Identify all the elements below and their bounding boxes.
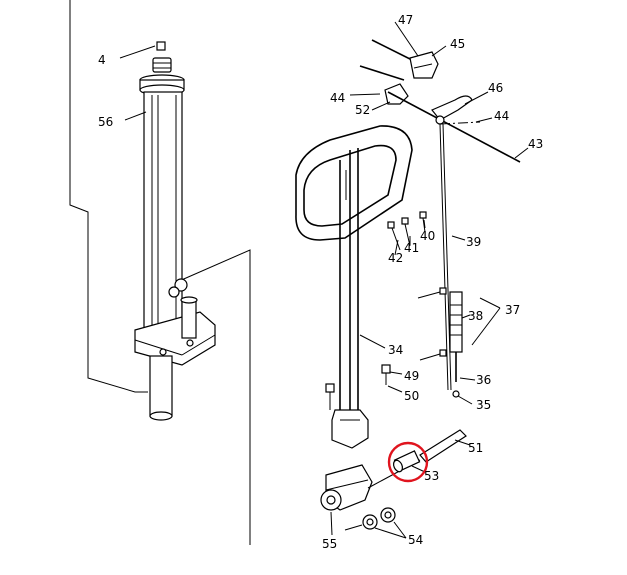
label-53: 53 [424, 469, 439, 483]
label-49: 49 [404, 369, 419, 383]
lever-linkage [359, 39, 521, 391]
label-55: 55 [322, 537, 337, 551]
highlight-circle [387, 441, 429, 483]
label-37: 37 [505, 303, 520, 317]
label-44-upper: 44 [330, 91, 345, 105]
label-52: 52 [355, 103, 370, 117]
label-42: 42 [388, 251, 403, 265]
label-41: 41 [404, 241, 419, 255]
label-54: 54 [408, 533, 423, 547]
label-40: 40 [420, 229, 435, 243]
frame-lines [69, 0, 251, 545]
part-labels: 4 56 47 45 44 52 46 44 43 40 41 42 39 37… [98, 13, 543, 551]
label-43: 43 [528, 137, 543, 151]
leader-lines [119, 21, 529, 539]
label-34: 34 [388, 343, 403, 357]
label-38: 38 [468, 309, 483, 323]
pump-cylinder-56 [134, 41, 216, 421]
label-36: 36 [476, 373, 491, 387]
label-46: 46 [488, 81, 503, 95]
label-47: 47 [398, 13, 413, 27]
label-56: 56 [98, 115, 113, 129]
label-44-right: 44 [494, 109, 509, 123]
label-45: 45 [450, 37, 465, 51]
label-35: 35 [476, 398, 491, 412]
label-50: 50 [404, 389, 419, 403]
valve-assembly-37 [387, 211, 463, 398]
label-4: 4 [98, 53, 106, 67]
handle-34 [295, 125, 413, 511]
label-51: 51 [468, 441, 483, 455]
label-39: 39 [466, 235, 481, 249]
